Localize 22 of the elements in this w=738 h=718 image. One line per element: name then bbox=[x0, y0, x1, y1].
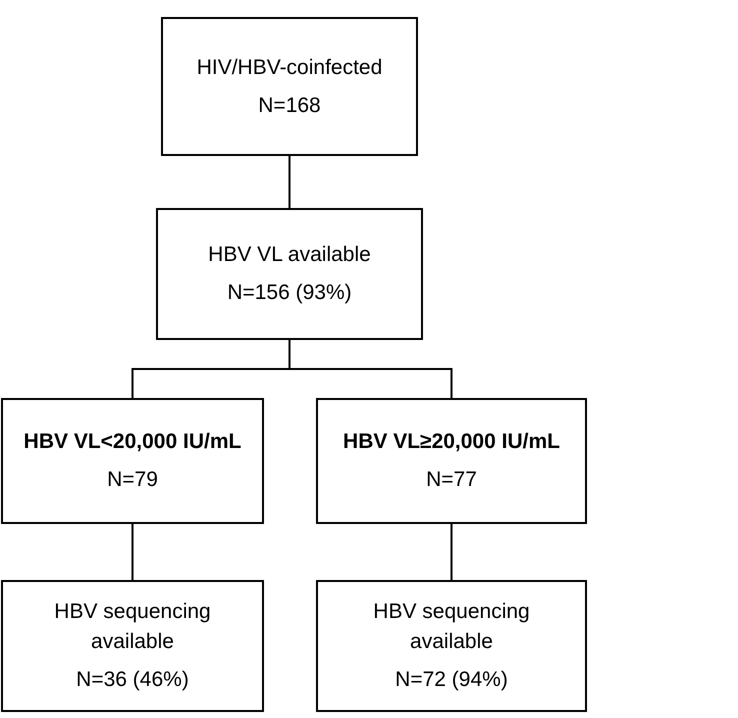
count-text: N=156 (93%) bbox=[227, 280, 352, 306]
process-box bbox=[1, 580, 264, 712]
connector-line bbox=[450, 524, 452, 580]
box-heading: HBV VL≥20,000 IU/mL bbox=[343, 429, 560, 455]
box-heading: HBV sequencing available bbox=[372, 599, 531, 655]
count-text: N=168 bbox=[258, 92, 321, 118]
connector-line bbox=[288, 156, 290, 208]
box-heading: HIV/HBV-coinfected bbox=[196, 54, 382, 80]
process-box bbox=[156, 208, 423, 340]
box-heading: HBV VL available bbox=[208, 242, 371, 268]
count-text: N=36 (46%) bbox=[76, 667, 189, 693]
connector-line bbox=[132, 524, 134, 580]
count-text: N=79 bbox=[107, 467, 158, 493]
count-text: N=72 (94%) bbox=[395, 667, 508, 693]
process-box bbox=[1, 398, 264, 524]
box-heading: HBV sequencing available bbox=[53, 599, 212, 655]
process-box bbox=[316, 580, 587, 712]
box-heading: HBV VL<20,000 IU/mL bbox=[24, 429, 242, 455]
connector-line bbox=[288, 340, 452, 398]
process-box bbox=[316, 398, 587, 524]
process-box bbox=[161, 17, 418, 156]
count-text: N=77 bbox=[426, 467, 477, 493]
